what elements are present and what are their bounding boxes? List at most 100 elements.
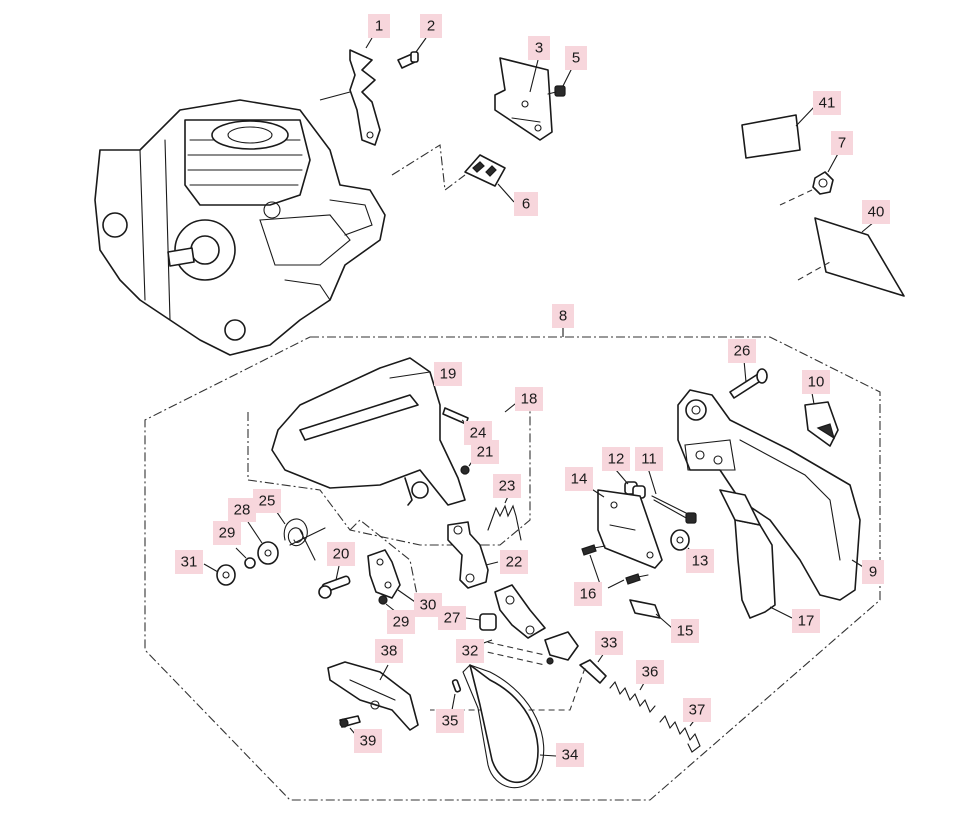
svg-text:38: 38 — [381, 643, 398, 660]
svg-text:18: 18 — [521, 391, 538, 408]
part-26-bolt — [729, 359, 768, 399]
assembly-8-boundary — [144, 328, 881, 801]
part-29-clip-lower — [378, 595, 397, 613]
part-11-bolt — [647, 467, 697, 524]
callout-41: 41 — [813, 91, 841, 115]
engine-crankcase — [94, 99, 386, 356]
part-25-spring — [271, 504, 326, 561]
part-41-label — [741, 105, 816, 159]
svg-text:40: 40 — [868, 204, 885, 221]
svg-text:24: 24 — [470, 425, 487, 442]
callout-33: 33 — [595, 631, 623, 655]
svg-text:17: 17 — [798, 613, 815, 630]
part-35-pin — [451, 679, 462, 711]
svg-text:8: 8 — [559, 308, 567, 325]
part-40-label — [797, 217, 905, 297]
svg-text:37: 37 — [689, 702, 706, 719]
svg-text:5: 5 — [572, 50, 580, 67]
callout-7: 7 — [831, 131, 853, 155]
part-38-handle — [327, 661, 419, 731]
part-15-pad — [629, 599, 673, 629]
part-20-bolt — [318, 565, 351, 599]
svg-text:28: 28 — [234, 502, 251, 519]
svg-text:23: 23 — [499, 478, 516, 495]
callout-18: 18 — [515, 387, 543, 411]
callout-9: 9 — [862, 560, 884, 584]
part-23-spring — [487, 491, 522, 541]
svg-text:16: 16 — [580, 586, 597, 603]
part-27-sleeve — [465, 613, 497, 631]
svg-text:32: 32 — [462, 643, 479, 660]
svg-text:20: 20 — [333, 546, 350, 563]
svg-text:30: 30 — [420, 597, 437, 614]
svg-text:6: 6 — [522, 196, 530, 213]
svg-text:7: 7 — [838, 135, 846, 152]
callout-1: 1 — [368, 14, 390, 38]
callout-23: 23 — [493, 474, 521, 498]
callout-38: 38 — [375, 639, 403, 663]
svg-text:41: 41 — [819, 95, 836, 112]
svg-text:3: 3 — [535, 40, 543, 57]
callout-32: 32 — [456, 639, 484, 663]
callout-19: 19 — [434, 362, 462, 386]
callout-16: 16 — [574, 582, 602, 606]
svg-text:2: 2 — [427, 18, 435, 35]
callout-40: 40 — [862, 200, 890, 224]
callout-8: 8 — [552, 304, 574, 328]
svg-text:11: 11 — [641, 451, 657, 468]
callout-20: 20 — [327, 542, 355, 566]
svg-text:25: 25 — [259, 493, 276, 510]
svg-text:15: 15 — [677, 623, 694, 640]
part-1-pawl — [319, 37, 381, 146]
callout-12: 12 — [602, 447, 630, 471]
part-31-nut — [203, 563, 236, 586]
callout-17: 17 — [792, 609, 820, 633]
part-32-linkage — [477, 584, 579, 666]
callout-6: 6 — [514, 192, 538, 216]
svg-text:13: 13 — [692, 553, 709, 570]
part-33-lever — [430, 649, 607, 711]
callout-28: 28 — [228, 498, 256, 522]
part-22-lever — [447, 521, 499, 589]
svg-text:21: 21 — [477, 444, 494, 461]
callout-15: 15 — [671, 619, 699, 643]
callout-10: 10 — [802, 370, 830, 394]
callout-37: 37 — [683, 698, 711, 722]
part-17-panel — [719, 489, 793, 619]
svg-text:10: 10 — [808, 374, 825, 391]
callout-3: 3 — [528, 36, 550, 60]
svg-text:39: 39 — [360, 733, 377, 750]
svg-text:34: 34 — [562, 747, 579, 764]
callout-36: 36 — [636, 660, 664, 684]
svg-text:31: 31 — [181, 554, 198, 571]
part-30-bracket — [349, 519, 421, 611]
svg-text:29: 29 — [393, 614, 410, 631]
svg-text:35: 35 — [442, 713, 459, 730]
part-10-block — [804, 392, 839, 447]
callout-14: 14 — [565, 467, 593, 491]
callout-31: 31 — [175, 550, 203, 574]
part-39-screw — [339, 715, 361, 741]
svg-text:36: 36 — [642, 664, 659, 681]
svg-text:26: 26 — [734, 343, 751, 360]
callout-39: 39 — [354, 729, 382, 753]
callout-11: 11 — [635, 447, 663, 471]
part-34-band — [462, 664, 557, 789]
callout-5: 5 — [565, 46, 587, 70]
part-2-screw — [397, 37, 427, 69]
part-19-guard — [271, 357, 466, 506]
part-13-sleeve — [670, 529, 696, 557]
svg-text:27: 27 — [444, 610, 461, 627]
svg-text:33: 33 — [601, 635, 618, 652]
callout-22: 22 — [500, 550, 528, 574]
callout-25: 25 — [253, 489, 281, 513]
part-7-nut — [779, 149, 841, 206]
svg-text:9: 9 — [869, 564, 877, 581]
part-6-block — [391, 144, 515, 203]
part-29-clip — [235, 547, 256, 569]
callout-26: 26 — [728, 339, 756, 363]
part-9-housing — [677, 389, 869, 601]
callout-21: 21 — [471, 440, 499, 464]
part-5-screw — [547, 67, 573, 97]
callout-30: 30 — [414, 593, 442, 617]
